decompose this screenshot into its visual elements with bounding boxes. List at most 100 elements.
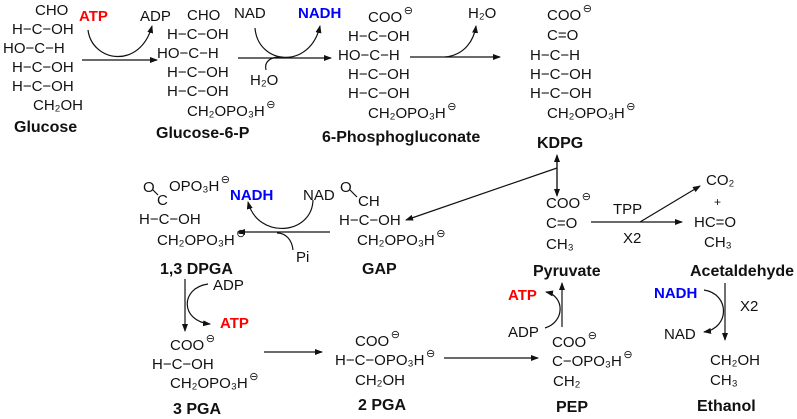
negative-charge: ⊖ [447, 101, 456, 113]
structure-line: COO [552, 334, 586, 351]
structure-line: C−OPO₃H [552, 353, 622, 370]
label-acetaldehyde: Acetaldehyde [690, 263, 794, 280]
structure-line: OPO₃H [169, 178, 219, 195]
structure-line: H−C−OH [12, 21, 74, 38]
reaction-glucose-to-g6p: ATP ADP [79, 8, 171, 63]
cofactor-nad: NAD [664, 326, 696, 343]
negative-charge: ⊖ [206, 333, 215, 345]
structure-line: CH₂OPO₃H [187, 103, 265, 120]
cofactor-adp: ADP [508, 324, 539, 341]
cofactor-curve-arrow [703, 289, 725, 334]
reaction-kdpg-split [405, 154, 560, 221]
structure-line: CO₂ [706, 172, 735, 189]
structure-line: H−C−H [530, 47, 580, 64]
label-pyruvate: Pyruvate [533, 263, 601, 280]
structure-line: H−C−OH [167, 64, 229, 81]
structure-line: CH₂ [553, 373, 581, 390]
reaction-dpga-to-3pga: ADP ATP [182, 277, 249, 332]
structure-line: H−C−OH [152, 356, 214, 373]
cofactor-atp: ATP [220, 315, 249, 332]
negative-charge: ⊖ [221, 174, 230, 186]
cofactor-curve-arrow [186, 283, 211, 327]
structure-line: O [340, 179, 352, 196]
negative-charge: ⊖ [583, 3, 592, 15]
stoichiometry-x2: X2 [740, 298, 758, 315]
water-curve [265, 56, 281, 71]
structure-line: H−C−OPO₃H [335, 352, 424, 369]
arrow-to-gap [405, 167, 558, 221]
negative-charge: ⊖ [249, 371, 258, 383]
structure-line: HC=O [694, 214, 736, 231]
structure-line: CHO [35, 2, 68, 19]
reaction-gap-to-dpga: NADH NAD Pi [230, 187, 335, 266]
structure-line: CH₂OPO₃H [547, 105, 625, 122]
cofactor-curve-arrow [246, 199, 314, 229]
cofactor-curve-arrow [254, 25, 322, 58]
structure-line: C [157, 192, 168, 209]
negative-charge: ⊖ [266, 99, 275, 111]
reaction-g6p-to-6pg: NAD NADH H₂O [234, 5, 341, 89]
structure-line: CH₃ [704, 234, 732, 251]
negative-charge: ⊖ [436, 228, 445, 240]
cofactor-nadh: NADH [298, 5, 341, 22]
molecule-1-3-dpga: O OPO₃H ⊖ C H−C−OH CH₂OPO₃H ⊖ 1,3 DPGA [139, 174, 246, 278]
molecule-pep: COO ⊖ C−OPO₃H ⊖ CH₂ PEP [552, 330, 633, 416]
molecule-kdpg: COO ⊖ C=O H−C−H H−C−OH H−C−OH CH₂OPO₃H ⊖… [530, 3, 636, 152]
structure-line: H−C−OH [167, 26, 229, 43]
label-glucose: Glucose [14, 119, 77, 136]
label-gap: GAP [362, 261, 397, 278]
structure-line: COO [355, 333, 389, 350]
structure-line: H−C−OH [348, 28, 410, 45]
structure-line: H−C−OH [530, 85, 592, 102]
double-bond [349, 189, 358, 198]
molecule-2-pga: COO ⊖ H−C−OPO₃H ⊖ CH₂OH 2 PGA [335, 329, 435, 414]
cofactor-nadh: NADH [654, 285, 697, 302]
structure-line: HO−C−H [157, 45, 219, 62]
cofactor-nad: NAD [234, 5, 266, 22]
molecule-glucose-6-p: CHO H−C−OH HO−C−H H−C−OH H−C−OH CH₂OPO₃H… [156, 7, 276, 142]
negative-charge: ⊖ [582, 191, 591, 203]
structure-line: CHO [187, 7, 220, 24]
cofactor-nad: NAD [303, 187, 335, 204]
reaction-6pg-to-kdpg: H₂O [410, 5, 501, 60]
structure-line: CH [358, 193, 380, 210]
cofactor-adp: ADP [140, 8, 171, 25]
structure-line: H−C−OH [339, 212, 401, 229]
molecule-3-pga: COO ⊖ H−C−OH CH₂OPO₃H ⊖ 3 PGA [152, 333, 259, 418]
structure-line: CH₂OPO₃H [368, 105, 446, 122]
plus-sign: + [714, 195, 721, 209]
label-pep: PEP [556, 399, 588, 416]
cofactor-h2o: H₂O [250, 72, 278, 89]
molecule-glucose: CHO H−C−OH HO−C−H H−C−OH H−C−OH CH₂OH Gl… [3, 2, 83, 136]
label-3-pga: 3 PGA [173, 401, 221, 418]
negative-charge: ⊖ [426, 348, 435, 360]
structure-line: CH₃ [710, 372, 738, 389]
negative-charge: ⊖ [391, 329, 400, 341]
phosphate-curve [276, 232, 294, 251]
cofactor-h2o: H₂O [468, 5, 496, 22]
molecule-ethanol: CH₂OH CH₃ Ethanol [697, 352, 760, 415]
structure-line: CH₂OH [33, 97, 83, 114]
label-kdpg: KDPG [537, 135, 583, 152]
structure-line: COO [170, 337, 204, 354]
cofactor-curve-arrow [544, 290, 561, 329]
structure-line: H−C−OH [348, 66, 410, 83]
cofactor-tpp: TPP [613, 201, 642, 218]
structure-line: CH₂OH [355, 372, 405, 389]
double-bond [152, 189, 159, 196]
label-6-phosphogluconate: 6-Phosphogluconate [322, 129, 480, 146]
label-ethanol: Ethanol [697, 398, 756, 415]
label-glucose-6-p: Glucose-6-P [156, 125, 250, 142]
structure-line: H−C−OH [530, 66, 592, 83]
molecule-gap: O CH H−C−OH CH₂OPO₃H ⊖ GAP [339, 179, 446, 278]
molecule-acetaldehyde: CO₂ + HC=O CH₃ Acetaldehyde [690, 172, 794, 280]
structure-line: CH₂OPO₃H [157, 232, 235, 249]
water-release-arrow [444, 25, 478, 58]
structure-line: HO−C−H [338, 47, 400, 64]
structure-line: COO [546, 195, 580, 212]
molecule-6-phosphogluconate: COO ⊖ H−C−OH HO−C−H H−C−OH H−C−OH CH₂OPO… [322, 5, 480, 146]
stoichiometry-x2: X2 [623, 230, 641, 247]
cofactor-curve-arrow [87, 25, 154, 58]
structure-line: CH₂OH [710, 352, 760, 369]
